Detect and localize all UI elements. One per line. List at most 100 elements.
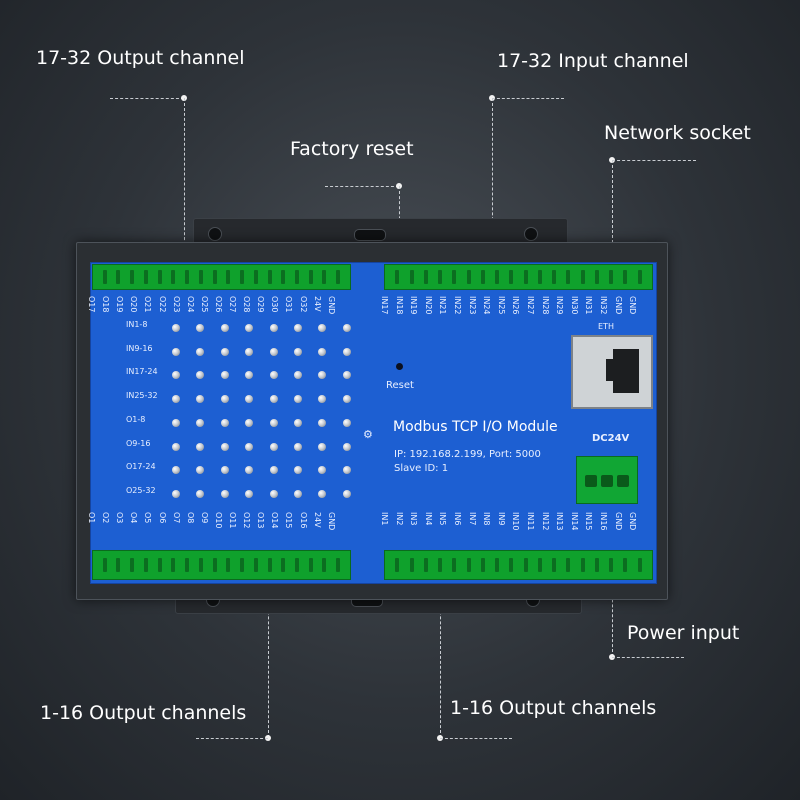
leader-line bbox=[196, 738, 268, 739]
mounting-hole bbox=[208, 227, 222, 241]
terminal-pin bbox=[308, 270, 313, 284]
mounting-hole bbox=[524, 227, 538, 241]
pin-label: GND bbox=[628, 296, 638, 315]
terminal-pin bbox=[281, 558, 286, 572]
terminal-pin bbox=[253, 270, 258, 284]
terminal-pin bbox=[452, 558, 457, 572]
terminal-pin bbox=[267, 558, 272, 572]
pin-label: O22 bbox=[157, 296, 167, 313]
terminal-pin bbox=[185, 270, 190, 284]
terminal-pin bbox=[637, 558, 642, 572]
led-indicator bbox=[172, 347, 180, 356]
terminal-pin bbox=[466, 558, 471, 572]
power-socket bbox=[585, 475, 597, 487]
pin-label: IN14 bbox=[569, 512, 579, 531]
led-indicator bbox=[220, 371, 229, 380]
pin-label: IN4 bbox=[423, 512, 433, 526]
power-label: DC24V bbox=[592, 433, 630, 444]
led-indicator bbox=[196, 371, 205, 380]
pin-label: IN16 bbox=[599, 512, 608, 531]
power-connector[interactable] bbox=[576, 456, 638, 504]
leader-line bbox=[612, 657, 684, 658]
pin-label: IN7 bbox=[467, 512, 477, 526]
terminal-pin bbox=[452, 270, 457, 284]
led-indicator bbox=[245, 395, 254, 404]
callout-network-socket: Network socket bbox=[604, 122, 751, 144]
led-indicator bbox=[294, 442, 302, 451]
terminal-pin bbox=[566, 558, 571, 572]
module-slave-id: Slave ID: 1 bbox=[394, 463, 449, 474]
terminal-pin bbox=[102, 270, 107, 284]
pin-label: O23 bbox=[171, 296, 181, 313]
led-indicator bbox=[318, 418, 327, 427]
leader-line bbox=[268, 562, 269, 738]
mounting-slot bbox=[354, 229, 386, 241]
led-indicator bbox=[294, 489, 302, 498]
pin-label: O29 bbox=[256, 296, 266, 313]
terminal-pin bbox=[240, 558, 245, 572]
led-indicator bbox=[342, 324, 351, 332]
pin-label: IN13 bbox=[555, 512, 565, 531]
terminal-pin bbox=[185, 558, 190, 572]
led-indicator bbox=[269, 466, 278, 475]
pin-label: O32 bbox=[298, 296, 308, 313]
terminal-pin bbox=[212, 270, 217, 284]
module-title: Modbus TCP I/O Module bbox=[393, 419, 558, 435]
pin-label: O6 bbox=[157, 512, 167, 524]
callout-output-1-16-right: 1-16 Output channels bbox=[450, 697, 657, 719]
terminal-block-top-right bbox=[384, 264, 653, 290]
led-indicator bbox=[245, 442, 254, 451]
terminal-pin bbox=[143, 558, 148, 572]
led-indicator bbox=[245, 324, 254, 332]
terminal-pin bbox=[580, 270, 585, 284]
callout-output-1-16-left: 1-16 Output channels bbox=[40, 702, 247, 724]
pin-label: IN21 bbox=[438, 296, 448, 315]
callout-output-17-32: 17-32 Output channel bbox=[36, 47, 245, 69]
terminal-pin bbox=[537, 558, 542, 572]
led-indicator bbox=[318, 324, 327, 332]
led-indicator bbox=[196, 418, 205, 427]
pin-label: O28 bbox=[242, 296, 252, 313]
pin-label: IN15 bbox=[584, 512, 594, 531]
pin-label: O17 bbox=[87, 296, 96, 313]
pin-label: O13 bbox=[256, 512, 266, 529]
led-indicator bbox=[196, 466, 205, 475]
led-indicator bbox=[269, 324, 278, 332]
pin-label: O3 bbox=[115, 512, 125, 524]
terminal-pin bbox=[198, 558, 203, 572]
pin-label: O9 bbox=[199, 512, 209, 524]
module-ip: IP: 192.168.2.199, Port: 5000 bbox=[394, 449, 541, 460]
pin-label: IN6 bbox=[453, 512, 462, 526]
led-indicator bbox=[294, 395, 302, 404]
terminal-pin bbox=[171, 558, 176, 572]
led-indicator bbox=[220, 489, 229, 498]
terminal-pin bbox=[395, 558, 400, 572]
pin-label: IN23 bbox=[467, 296, 477, 315]
pin-label: IN32 bbox=[599, 296, 608, 315]
terminal-pin bbox=[295, 270, 300, 284]
pin-label: O31 bbox=[284, 296, 294, 313]
led-indicator bbox=[172, 395, 180, 404]
terminal-pin bbox=[594, 270, 599, 284]
leader-line bbox=[612, 160, 696, 161]
pin-label: GND bbox=[326, 296, 336, 315]
reset-button[interactable] bbox=[396, 363, 403, 370]
pin-label: IN26 bbox=[511, 296, 521, 315]
pin-label: O11 bbox=[228, 512, 237, 529]
terminal-pin bbox=[438, 270, 442, 284]
terminal-pin bbox=[336, 558, 341, 572]
led-row-label: IN25-32 bbox=[126, 391, 158, 401]
pin-label: IN10 bbox=[511, 512, 521, 531]
led-indicator bbox=[342, 466, 351, 475]
terminal-pin bbox=[267, 270, 272, 284]
pin-label: IN8 bbox=[482, 512, 492, 526]
pin-label: O14 bbox=[270, 512, 280, 529]
pin-label: IN19 bbox=[409, 296, 419, 315]
pin-label: O8 bbox=[185, 512, 195, 524]
pin-label: O25 bbox=[199, 296, 209, 313]
terminal-pin bbox=[336, 270, 341, 284]
led-indicator bbox=[342, 371, 351, 380]
ethernet-port[interactable] bbox=[571, 335, 653, 409]
pin-label: IN27 bbox=[526, 296, 535, 315]
terminal-pin bbox=[623, 558, 628, 572]
